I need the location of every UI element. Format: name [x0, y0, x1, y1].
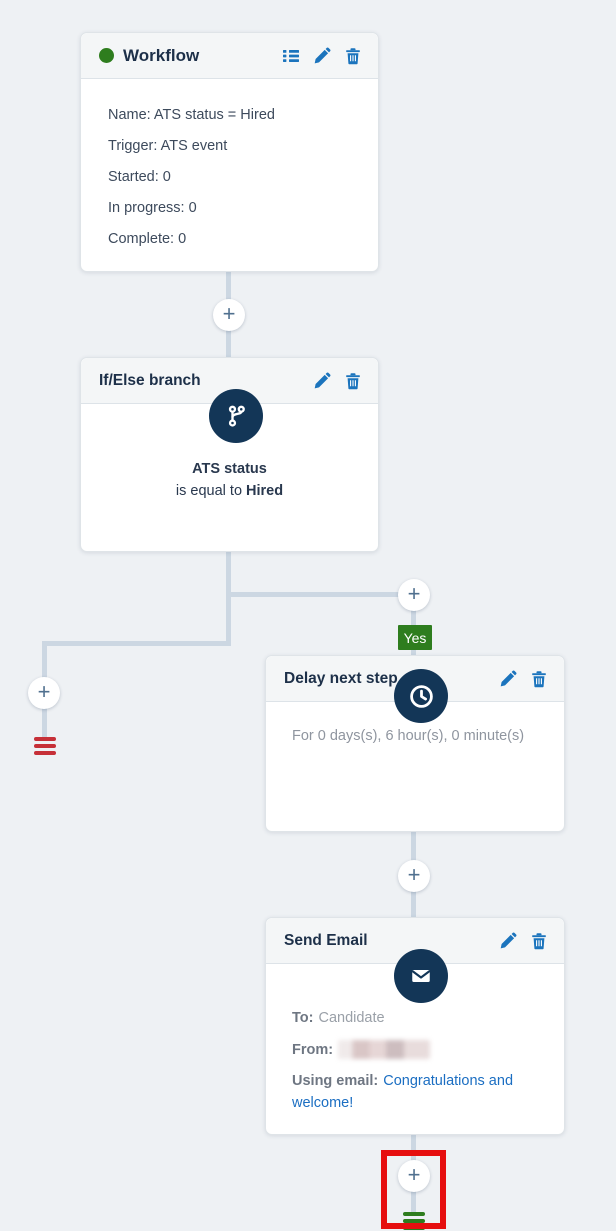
delay-card: Delay next step For 0 days(s), 6 hour(s)…: [265, 655, 565, 832]
plus-icon: +: [37, 679, 51, 704]
condition-value: Hired: [246, 483, 284, 499]
workflow-field-name: Name: ATS status = Hired: [108, 107, 275, 123]
list-icon[interactable]: [282, 47, 300, 65]
workflow-field-complete: Complete: 0: [108, 231, 187, 247]
email-from-label: From:: [292, 1041, 334, 1058]
plus-icon: +: [222, 301, 236, 326]
plus-icon: +: [407, 1162, 421, 1187]
pencil-icon[interactable]: [499, 932, 517, 950]
add-step-button[interactable]: +: [213, 299, 245, 331]
connector-line-no-branch: [42, 641, 229, 646]
highlight-box: [381, 1150, 446, 1229]
email-using-label: Using email:: [292, 1073, 379, 1089]
status-dot: [99, 48, 114, 63]
workflow-field-in-progress: In progress: 0: [108, 200, 197, 216]
email-node-circle: [394, 949, 448, 1003]
connector-line-yes-branch: [226, 592, 414, 597]
envelope-icon: [411, 970, 431, 982]
workflow-card-body: Name: ATS status = Hired Trigger: ATS ev…: [81, 79, 378, 255]
connector-line: [411, 592, 416, 656]
if-else-card-header: If/Else branch: [81, 358, 378, 404]
delay-node-circle: [394, 669, 448, 723]
email-to-label: To:: [292, 1010, 314, 1026]
yes-branch-badge: Yes: [398, 625, 432, 650]
clock-icon: [409, 684, 433, 708]
plus-icon: +: [407, 862, 421, 887]
pencil-icon[interactable]: [499, 670, 517, 688]
workflow-field-started: Started: 0: [108, 169, 171, 185]
trash-icon[interactable]: [344, 47, 362, 65]
condition-operator: is equal to: [175, 483, 243, 499]
trash-icon[interactable]: [344, 372, 362, 390]
delay-card-title: Delay next step: [284, 669, 398, 687]
add-step-button[interactable]: +: [398, 860, 430, 892]
pencil-icon[interactable]: [313, 47, 331, 65]
workflow-field-trigger: Trigger: ATS event: [108, 138, 228, 154]
workflow-card-title: Workflow: [123, 45, 200, 65]
add-step-button-no-branch[interactable]: +: [28, 677, 60, 709]
email-card-body: To:Candidate From: Using email:Congratul…: [292, 1008, 544, 1124]
pencil-icon[interactable]: [313, 372, 331, 390]
email-template-link[interactable]: Congratulations and welcome!: [292, 1073, 514, 1111]
branch-node-circle: [208, 389, 263, 443]
email-to-value: Candidate: [318, 1010, 385, 1026]
email-from-value-redacted: [338, 1040, 431, 1060]
add-step-button-after-email[interactable]: +: [398, 1160, 430, 1192]
if-else-card: If/Else branch ATS status: [80, 357, 379, 552]
connector-line: [226, 551, 231, 646]
delay-duration-text: For 0 days(s), 6 hour(s), 0 minute(s): [292, 728, 525, 744]
plus-icon: +: [407, 581, 421, 606]
trash-icon[interactable]: [530, 670, 548, 688]
trash-icon[interactable]: [530, 932, 548, 950]
workflow-card-header: Workflow: [81, 33, 378, 79]
email-to-row: To:Candidate: [292, 1008, 544, 1030]
condition-field: ATS status: [192, 461, 267, 477]
add-step-button-yes-branch[interactable]: +: [398, 579, 430, 611]
if-else-card-title: If/Else branch: [99, 371, 201, 389]
workflow-card: Workflow Name: ATS status =: [80, 32, 379, 272]
branch-icon: [228, 405, 245, 427]
email-from-row: From:: [292, 1040, 544, 1062]
send-email-card-title: Send Email: [284, 931, 368, 949]
branch-end-marker-red: [34, 737, 56, 755]
email-template-row: Using email:Congratulations and welcome!: [292, 1071, 544, 1114]
send-email-card: Send Email To:Candidate: [265, 917, 565, 1135]
